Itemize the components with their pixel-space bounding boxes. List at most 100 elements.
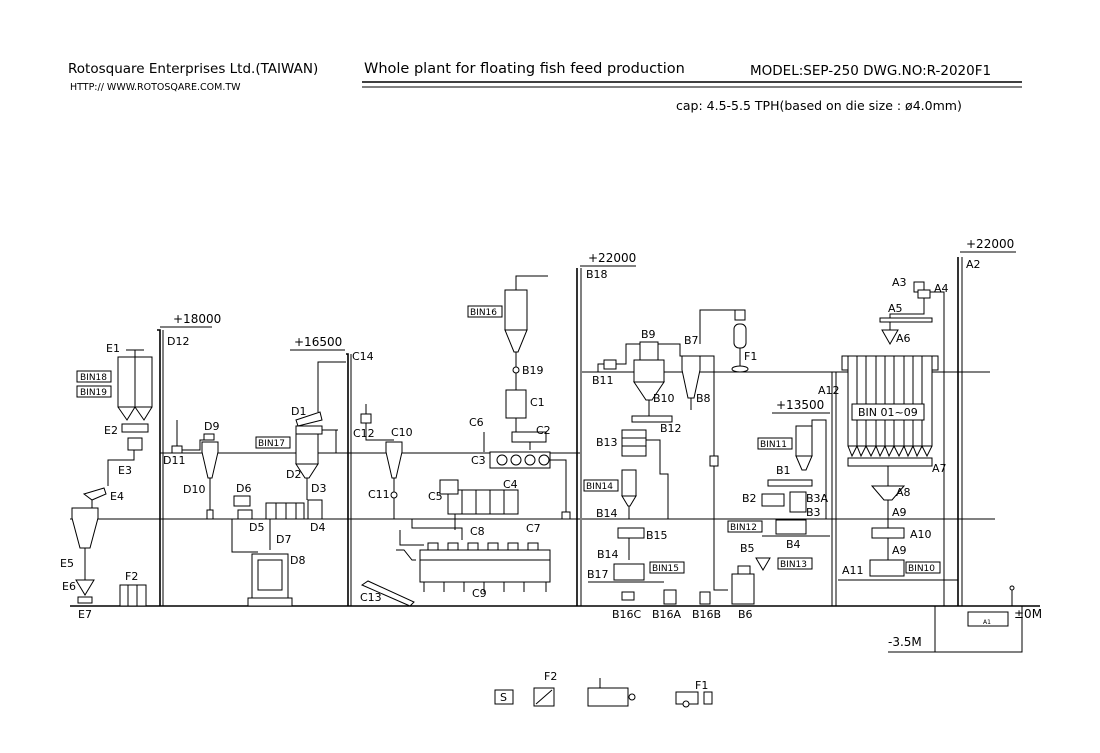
- c5-motor: [439, 479, 459, 495]
- e7-pit: [77, 596, 93, 604]
- label-a5: A5: [888, 302, 903, 315]
- c8-conveyor: [411, 519, 463, 540]
- b6-top: [737, 565, 751, 575]
- label-a8: A8: [896, 486, 911, 499]
- c3-extruder: [489, 451, 551, 469]
- a12-cap-right: [931, 355, 939, 371]
- c7-valve: [561, 511, 571, 520]
- label-d9: D9: [204, 420, 219, 433]
- bin14-label: BIN14: [586, 482, 613, 492]
- label-c7: C7: [526, 522, 541, 535]
- b14-bin: [621, 469, 637, 497]
- e6-hopper: [75, 579, 95, 596]
- b6-machine: [731, 573, 755, 605]
- c3-roll3: [524, 454, 536, 466]
- a12-bins: [847, 355, 933, 447]
- label-b10: B10: [653, 392, 675, 405]
- legend-s-box: [494, 689, 514, 705]
- label-b3a: B3A: [806, 492, 829, 505]
- label-d5: D5: [249, 521, 264, 534]
- b16c-unit: [621, 591, 635, 601]
- c9-fan5: [507, 542, 519, 551]
- label-b1: B1: [776, 464, 791, 477]
- label-c10: C10: [391, 426, 413, 439]
- label-a12: A12: [818, 384, 840, 397]
- capacity-note: cap: 4.5-5.5 TPH(based on die size : ø4.…: [676, 98, 962, 113]
- b16b-unit: [699, 591, 711, 605]
- f1-tank: [733, 323, 747, 349]
- label-b3: B3: [806, 506, 821, 519]
- a6-distributor: [881, 329, 899, 346]
- b5-hopper: [755, 557, 771, 571]
- d5-grinder: [265, 502, 305, 520]
- b16a-unit: [663, 589, 677, 605]
- label-c2: C2: [536, 424, 551, 437]
- bin13-tag: [777, 557, 813, 570]
- label-b12: B12: [660, 422, 682, 435]
- label-c3: C3: [471, 454, 486, 467]
- label-c6: C6: [469, 416, 484, 429]
- label-b14-top: B14: [596, 507, 618, 520]
- label-b15: B15: [646, 529, 668, 542]
- b13-mixer: [621, 429, 647, 457]
- label-b6: B6: [738, 608, 753, 621]
- label-f2: F2: [125, 570, 138, 583]
- bin11-tag: [757, 437, 793, 450]
- a5-conveyor: [879, 317, 933, 323]
- label-b16b: B16B: [692, 608, 721, 621]
- d1-body: [295, 425, 323, 435]
- e4-intake: [82, 487, 107, 501]
- label-f1: F1: [744, 350, 757, 363]
- b17-scale: [613, 563, 645, 581]
- bin14-tag: [583, 479, 619, 492]
- label-e7: E7: [78, 608, 92, 621]
- label-a2: A2: [966, 258, 981, 271]
- bin10-label: BIN10: [908, 564, 935, 574]
- d8-base: [247, 597, 293, 607]
- a12-cap-left: [841, 355, 849, 371]
- c3-roll2: [510, 454, 522, 466]
- person-head: [1009, 585, 1015, 591]
- label-d10: D10: [183, 483, 205, 496]
- d2-hopper: [295, 463, 319, 479]
- label-b11: B11: [592, 374, 614, 387]
- label-b4: B4: [786, 538, 801, 551]
- e1-hopper-right: [134, 406, 153, 421]
- d11-fan: [171, 445, 183, 454]
- drawing-title: Whole plant for floating fish feed produ…: [364, 61, 685, 77]
- f1-valve: [734, 309, 746, 321]
- label-c4: C4: [503, 478, 518, 491]
- label-a9-bot: A9: [892, 544, 907, 557]
- bin0109-label: BIN 01~09: [858, 406, 918, 419]
- bin11-silo: [795, 425, 813, 457]
- c2-conditioner: [511, 431, 547, 443]
- label-c13: C13: [360, 591, 382, 604]
- bin12-label: BIN12: [730, 523, 757, 533]
- d2-bin: [295, 433, 319, 465]
- bin13-label: BIN13: [780, 560, 807, 570]
- legend-tank-valve: [628, 693, 636, 701]
- b7-duct: [700, 355, 728, 591]
- b1-conveyor: [767, 479, 813, 487]
- company-website: HTTP:// WWW.ROTOSQARE.COM.TW: [70, 82, 241, 93]
- d1-separator: [295, 411, 323, 427]
- b12-screen: [631, 415, 673, 423]
- legend-f2-label: F2: [544, 670, 557, 683]
- b11-box: [603, 359, 617, 370]
- a10-screen: [871, 527, 905, 539]
- bin17-tag: [255, 436, 291, 449]
- c3-roll1: [496, 454, 508, 466]
- label-b8: B8: [696, 392, 711, 405]
- label-a4: A4: [934, 282, 949, 295]
- e2-feeder: [121, 423, 149, 433]
- model-number: MODEL:SEP-250 DWG.NO:R-2020F1: [750, 63, 991, 79]
- legend-compressor-wheel: [682, 700, 690, 708]
- bin18-label: BIN18: [80, 373, 107, 383]
- label-a6: A6: [896, 332, 911, 345]
- b3-tank: [789, 491, 807, 513]
- d9-top: [203, 433, 215, 441]
- c13-conveyor: [360, 580, 415, 607]
- b9-hopper: [633, 381, 665, 401]
- d5-base: [237, 509, 253, 520]
